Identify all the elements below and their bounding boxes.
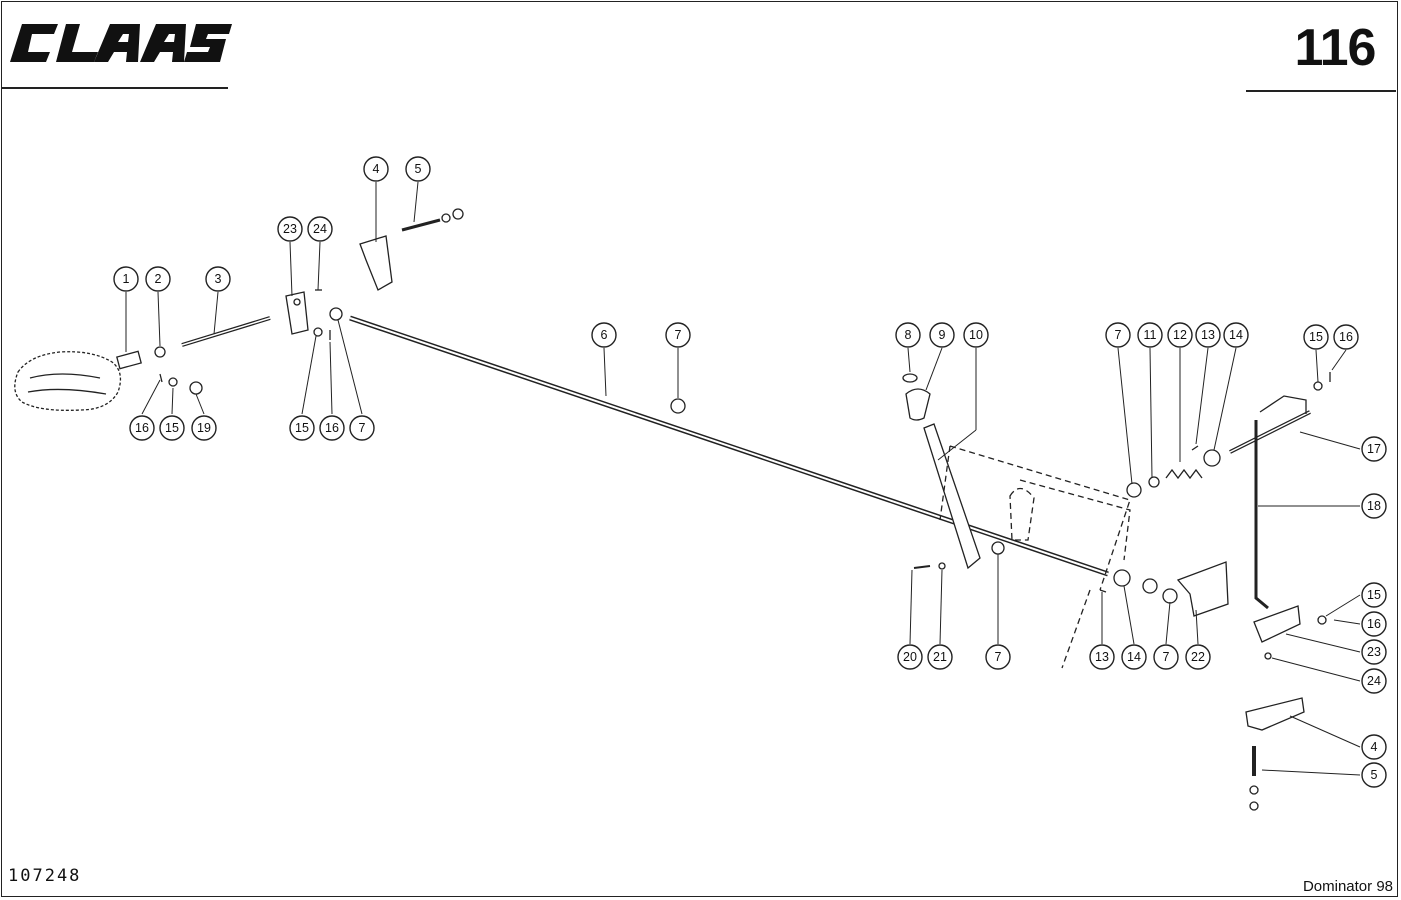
svg-text:10: 10: [969, 328, 983, 342]
svg-text:15: 15: [165, 421, 179, 435]
model-name: Dominator 98: [1302, 878, 1393, 895]
svg-text:16: 16: [135, 421, 149, 435]
svg-text:23: 23: [1367, 645, 1381, 659]
svg-text:7: 7: [1163, 650, 1170, 664]
callout-22: 22: [1185, 644, 1211, 670]
callout-11: 11: [1137, 322, 1163, 348]
claas-logo-graphic: [10, 24, 232, 62]
drawing-number: 107248: [8, 866, 82, 886]
svg-text:17: 17: [1367, 442, 1381, 456]
header-rule-left: [2, 87, 228, 89]
callout-15-left: 15: [159, 415, 185, 441]
callout-23-left: 23: [277, 216, 303, 242]
callout-9: 9: [929, 322, 955, 348]
callout-15-right: 15: [1361, 582, 1387, 608]
svg-text:2: 2: [155, 272, 162, 286]
svg-text:14: 14: [1229, 328, 1243, 342]
svg-text:14: 14: [1127, 650, 1141, 664]
callout-7-right: 7: [1105, 322, 1131, 348]
svg-text:16: 16: [1339, 330, 1353, 344]
svg-text:3: 3: [215, 272, 222, 286]
svg-text:22: 22: [1191, 650, 1205, 664]
callout-3: 3: [205, 266, 231, 292]
leader-lines: [125, 181, 1361, 776]
svg-text:21: 21: [933, 650, 947, 664]
page-number: 116: [1294, 19, 1377, 77]
svg-text:18: 18: [1367, 499, 1381, 513]
callout-7-mid: 7: [349, 415, 375, 441]
claas-logo: [10, 20, 232, 66]
callout-15-top-right: 15: [1303, 324, 1329, 350]
svg-text:23: 23: [283, 222, 297, 236]
callout-7-bottom-right: 7: [1153, 644, 1179, 670]
svg-text:15: 15: [1367, 588, 1381, 602]
callout-24-left: 24: [307, 216, 333, 242]
callout-4-bottom: 4: [1361, 734, 1387, 760]
callout-group: 1 2 3 4 5 23 24 6 7 16 15 19 15 16 7 8 9…: [113, 156, 1387, 788]
svg-text:15: 15: [1309, 330, 1323, 344]
svg-text:8: 8: [905, 328, 912, 342]
callout-21: 21: [927, 644, 953, 670]
svg-text:15: 15: [295, 421, 309, 435]
callout-5-top: 5: [405, 156, 431, 182]
svg-text:4: 4: [373, 162, 380, 176]
callout-16-mid: 16: [319, 415, 345, 441]
svg-text:7: 7: [359, 421, 366, 435]
svg-text:24: 24: [1367, 674, 1381, 688]
callout-5-bottom: 5: [1361, 762, 1387, 788]
svg-text:7: 7: [675, 328, 682, 342]
callout-15-mid: 15: [289, 415, 315, 441]
svg-text:16: 16: [325, 421, 339, 435]
header-rule-right: [1246, 90, 1396, 92]
svg-text:4: 4: [1371, 740, 1378, 754]
callout-16-top-right: 16: [1333, 324, 1359, 350]
callout-14-top: 14: [1223, 322, 1249, 348]
callout-10: 10: [963, 322, 989, 348]
callout-24-right: 24: [1361, 668, 1387, 694]
callout-18: 18: [1361, 493, 1387, 519]
callout-6: 6: [591, 322, 617, 348]
callout-16-left: 16: [129, 415, 155, 441]
svg-text:9: 9: [939, 328, 946, 342]
callout-4-top: 4: [363, 156, 389, 182]
callout-19: 19: [191, 415, 217, 441]
svg-text:19: 19: [197, 421, 211, 435]
svg-text:5: 5: [415, 162, 422, 176]
callout-23-right: 23: [1361, 639, 1387, 665]
svg-text:20: 20: [903, 650, 917, 664]
callout-1: 1: [113, 266, 139, 292]
svg-text:5: 5: [1371, 768, 1378, 782]
svg-text:12: 12: [1173, 328, 1187, 342]
callout-14-bottom: 14: [1121, 644, 1147, 670]
callout-17: 17: [1361, 436, 1387, 462]
svg-text:6: 6: [601, 328, 608, 342]
callout-13-top: 13: [1195, 322, 1221, 348]
callout-20: 20: [897, 644, 923, 670]
callout-13-bottom: 13: [1089, 644, 1115, 670]
callout-7-bottom: 7: [985, 644, 1011, 670]
svg-text:13: 13: [1095, 650, 1109, 664]
callout-7-shaft: 7: [665, 322, 691, 348]
callout-8: 8: [895, 322, 921, 348]
svg-text:7: 7: [1115, 328, 1122, 342]
svg-text:16: 16: [1367, 617, 1381, 631]
part-drawings: [14, 208, 1331, 811]
svg-text:13: 13: [1201, 328, 1215, 342]
svg-text:11: 11: [1144, 328, 1157, 342]
svg-text:1: 1: [123, 272, 130, 286]
svg-text:7: 7: [995, 650, 1002, 664]
svg-text:24: 24: [313, 222, 327, 236]
callout-2: 2: [145, 266, 171, 292]
callout-16-right: 16: [1361, 611, 1387, 637]
callout-12: 12: [1167, 322, 1193, 348]
